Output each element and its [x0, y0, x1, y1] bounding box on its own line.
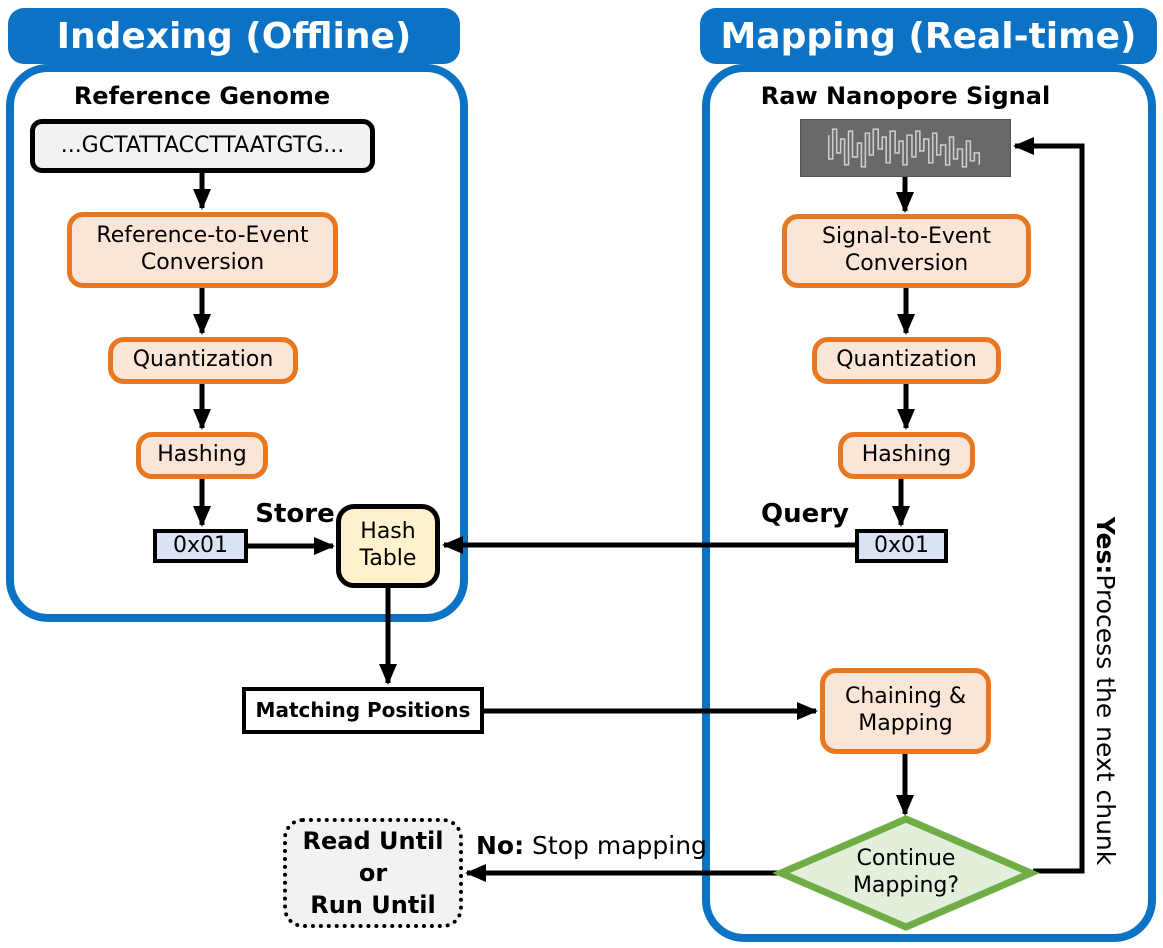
reference-genome-label: Reference Genome [73, 82, 331, 110]
quantization-box-indexing: Quantization [108, 337, 298, 384]
signal-to-event-conversion-box: Signal-to-Event Conversion [782, 214, 1031, 288]
continue-mapping-decision-label: Continue Mapping? [852, 846, 960, 898]
matching-positions-box: Matching Positions [242, 687, 484, 734]
reference-genome-sequence-box: ...GCTATTACCTTAATGTG... [30, 119, 375, 173]
hash-value-box-indexing: 0x01 [153, 529, 248, 563]
store-label: Store [255, 499, 335, 529]
reference-to-event-conversion-box: Reference-to-Event Conversion [67, 212, 338, 288]
raw-signal-box [800, 119, 1011, 177]
raw-signal-waveform-icon [827, 128, 981, 168]
hashing-box-indexing: Hashing [136, 432, 268, 479]
quantization-box-mapping: Quantization [812, 337, 1001, 384]
query-label: Query [760, 499, 849, 529]
no-edge-label: No: Stop mapping [476, 831, 707, 860]
hash-table-box: Hash Table [336, 504, 440, 588]
mapping-header: Mapping (Real-time) [700, 8, 1157, 64]
yes-text: Process the next chunk [1091, 574, 1121, 866]
raw-nanopore-signal-label: Raw Nanopore Signal [760, 82, 1051, 110]
hash-value-box-mapping: 0x01 [855, 529, 948, 563]
indexing-container [6, 64, 468, 622]
read-until-line1: Read Until [302, 827, 444, 855]
chaining-mapping-box: Chaining & Mapping [820, 668, 991, 754]
yes-prefix: Yes: [1091, 516, 1121, 575]
mapping-container [702, 64, 1156, 942]
no-prefix: No: [476, 831, 525, 860]
hashing-box-mapping: Hashing [838, 432, 975, 479]
read-until-line3: Run Until [310, 891, 436, 919]
no-text: Stop mapping [524, 831, 707, 860]
indexing-header: Indexing (Offline) [8, 8, 460, 64]
read-until-box: Read Until or Run Until [283, 818, 463, 928]
yes-edge-label: Yes: Process the next chunk [1091, 512, 1121, 870]
read-until-line2: or [358, 859, 388, 887]
